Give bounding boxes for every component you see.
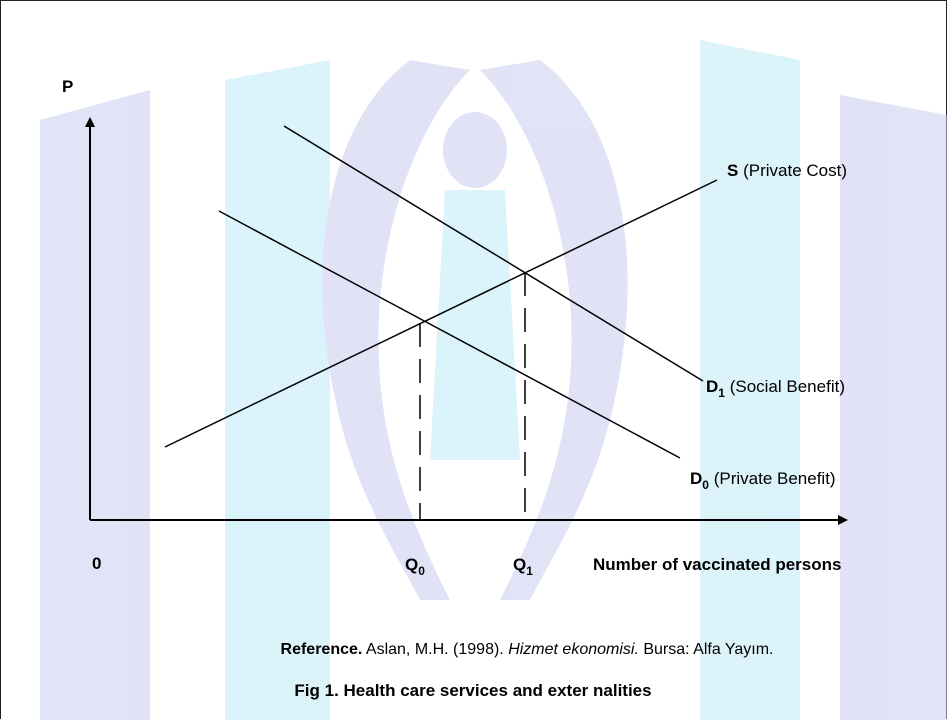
origin-label: 0 — [92, 554, 101, 573]
figure-caption: Fig 1. Health care services and exter na… — [294, 681, 651, 700]
y-axis-label: P — [62, 77, 73, 96]
supply-label: S (Private Cost) — [727, 161, 847, 180]
q0-subscript: 0 — [418, 564, 425, 578]
reference-line: Reference. Aslan, M.H. (1998). Hizmet ek… — [281, 641, 774, 658]
q1-subscript: 1 — [526, 564, 533, 578]
x-axis-label: Number of vaccinated persons — [593, 555, 841, 574]
